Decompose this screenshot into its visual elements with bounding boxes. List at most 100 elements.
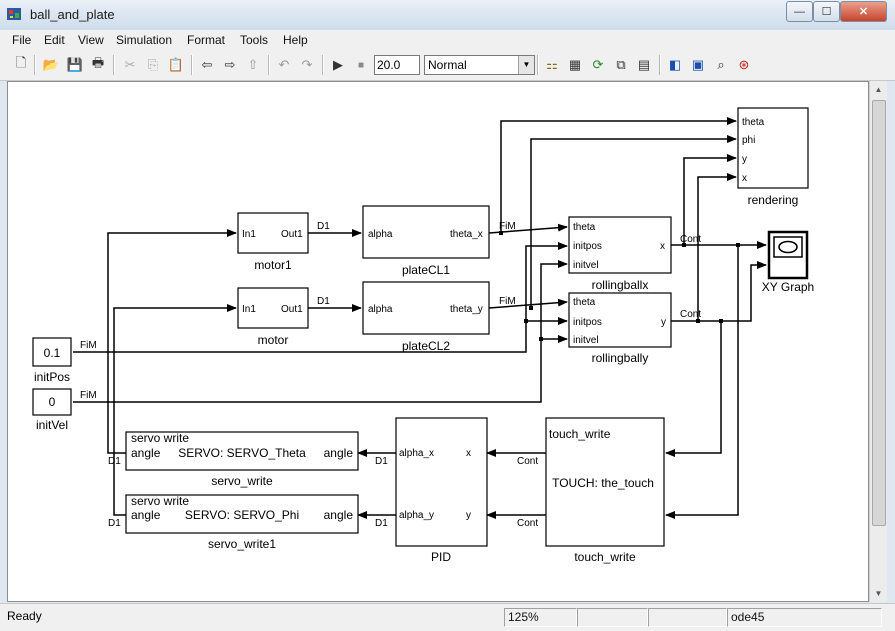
vertical-scrollbar[interactable]: ▲ ▼ <box>869 81 887 602</box>
signal-label-fim: FiM <box>499 296 516 307</box>
palette-icon[interactable]: ▣ <box>691 57 705 72</box>
platecl1-out-port: theta_x <box>450 229 483 240</box>
motor-block[interactable] <box>237 287 309 329</box>
menu-file[interactable]: File <box>12 33 32 47</box>
target-icon[interactable]: ⊛ <box>738 57 750 72</box>
zoom-level: 125% <box>504 608 577 627</box>
initvel-name: initVel <box>36 418 68 432</box>
debug-icon[interactable]: ▦ <box>568 57 582 72</box>
forward-icon[interactable]: ⇨ <box>224 57 236 72</box>
servo-write-in-port: angle <box>131 446 161 460</box>
menu-format[interactable]: Format <box>187 33 226 47</box>
platecl2-in-port: alpha <box>368 304 393 315</box>
servo-write1-in-port: angle <box>131 508 161 522</box>
back-icon[interactable]: ⇦ <box>201 57 213 72</box>
redo-icon[interactable]: ↷ <box>301 57 313 72</box>
build-icon[interactable]: ⟳ <box>592 57 604 72</box>
cut-icon[interactable]: ✂ <box>124 57 136 72</box>
maximize-button[interactable]: ☐ <box>813 1 840 22</box>
model-explorer-icon[interactable]: ⧉ <box>616 57 626 72</box>
platecl2-out-port: theta_y <box>450 304 483 315</box>
pid-block[interactable] <box>395 417 488 547</box>
touch-write-block[interactable] <box>545 417 665 547</box>
scroll-up-icon[interactable]: ▲ <box>874 85 883 94</box>
status-text: Ready <box>7 609 42 623</box>
new-icon[interactable]: 🗋 <box>15 55 27 70</box>
initvel-value: 0 <box>49 395 56 409</box>
signal-label-cont: Cont <box>680 309 701 320</box>
simulation-mode-select[interactable]: Normal ▼ <box>424 55 535 75</box>
open-icon[interactable]: 📂 <box>42 57 60 72</box>
copy-icon[interactable]: ⎘ <box>147 57 159 72</box>
motor-name: motor <box>258 333 289 347</box>
servo-write-block[interactable] <box>125 431 359 471</box>
servo-write-out-port: angle <box>324 446 354 460</box>
xy-graph-name: XY Graph <box>762 280 814 294</box>
paste-icon[interactable]: 📋 <box>167 57 185 72</box>
menu-tools[interactable]: Tools <box>240 33 269 47</box>
library-icon[interactable]: ⚏ <box>546 57 558 72</box>
pid-port-x: x <box>466 448 471 459</box>
platecl1-block[interactable] <box>362 205 490 259</box>
motor1-name: motor1 <box>254 258 292 272</box>
menu-simulation[interactable]: Simulation <box>116 33 173 47</box>
rollingbally-block[interactable] <box>568 292 672 348</box>
junction-dots <box>499 231 740 341</box>
rendering-port-y: y <box>742 154 747 165</box>
initpos-value: 0.1 <box>44 346 61 360</box>
initvel-block[interactable] <box>32 388 72 416</box>
up-icon[interactable]: ⇧ <box>247 57 259 72</box>
initpos-name: initPos <box>34 370 70 384</box>
rollingballx-block[interactable] <box>568 216 672 274</box>
chevron-down-icon[interactable]: ▼ <box>518 56 534 74</box>
simulation-mode-value: Normal <box>428 58 467 72</box>
solver-name: ode45 <box>727 608 882 627</box>
stop-icon[interactable]: ■ <box>357 59 365 71</box>
rollingbally-port-y: y <box>661 317 666 328</box>
close-button[interactable]: ✕ <box>840 1 887 22</box>
menu-help[interactable]: Help <box>283 33 308 47</box>
menu-view[interactable]: View <box>78 33 104 47</box>
stop-time-input[interactable]: 20.0 <box>374 55 420 75</box>
servo-write1-header: servo write <box>131 494 189 508</box>
signal-label-cont: Cont <box>680 234 701 245</box>
servo-write1-body: SERVO: SERVO_Phi <box>185 508 299 522</box>
status-bar: Ready 125% ode45 <box>0 603 895 631</box>
rendering-block[interactable] <box>737 107 809 189</box>
initpos-block[interactable] <box>32 337 72 367</box>
undo-icon[interactable]: ↶ <box>278 57 290 72</box>
servo-write1-block[interactable] <box>125 494 359 534</box>
signal-label-cont: Cont <box>517 518 538 529</box>
minimize-button[interactable]: — <box>786 1 813 22</box>
platecl2-block[interactable] <box>362 281 490 335</box>
window-title: ball_and_plate <box>30 7 115 22</box>
zoom-icon[interactable]: ⌕ <box>717 57 725 72</box>
rollingballx-port-x: x <box>660 241 665 252</box>
motor1-block[interactable] <box>237 212 309 254</box>
run-icon[interactable]: ▶ <box>333 57 343 72</box>
rollingballx-name: rollingballx <box>592 278 649 292</box>
print-icon[interactable]: 🖶 <box>91 55 105 70</box>
xy-graph-block[interactable] <box>767 230 809 280</box>
touch-write-body: TOUCH: the_touch <box>552 476 654 490</box>
rendering-port-phi: phi <box>742 135 755 146</box>
touch-write-name: touch_write <box>574 550 636 564</box>
signal-lines <box>73 117 767 519</box>
signal-label-fim: FiM <box>499 221 516 232</box>
scrollbar-thumb[interactable] <box>872 100 886 526</box>
rollingballx-port-initpos: initpos <box>573 241 602 252</box>
signal-label-d1: D1 <box>375 456 388 467</box>
scope-display-icon <box>778 240 798 254</box>
menu-edit[interactable]: Edit <box>44 33 65 47</box>
browser-icon[interactable]: ▤ <box>637 57 651 72</box>
scope-icon[interactable]: ◧ <box>668 57 682 72</box>
motor1-out-port: Out1 <box>281 229 303 240</box>
scroll-down-icon[interactable]: ▼ <box>874 589 883 598</box>
pid-port-alpha-x: alpha_x <box>399 448 434 459</box>
rollingbally-port-initpos: initpos <box>573 317 602 328</box>
save-icon[interactable]: 💾 <box>66 57 84 72</box>
signal-label-d1: D1 <box>317 296 330 307</box>
servo-write1-out-port: angle <box>324 508 354 522</box>
model-canvas[interactable]: D1 D1 FiM FiM FiM FiM Cont Cont Cont Con… <box>7 81 869 602</box>
